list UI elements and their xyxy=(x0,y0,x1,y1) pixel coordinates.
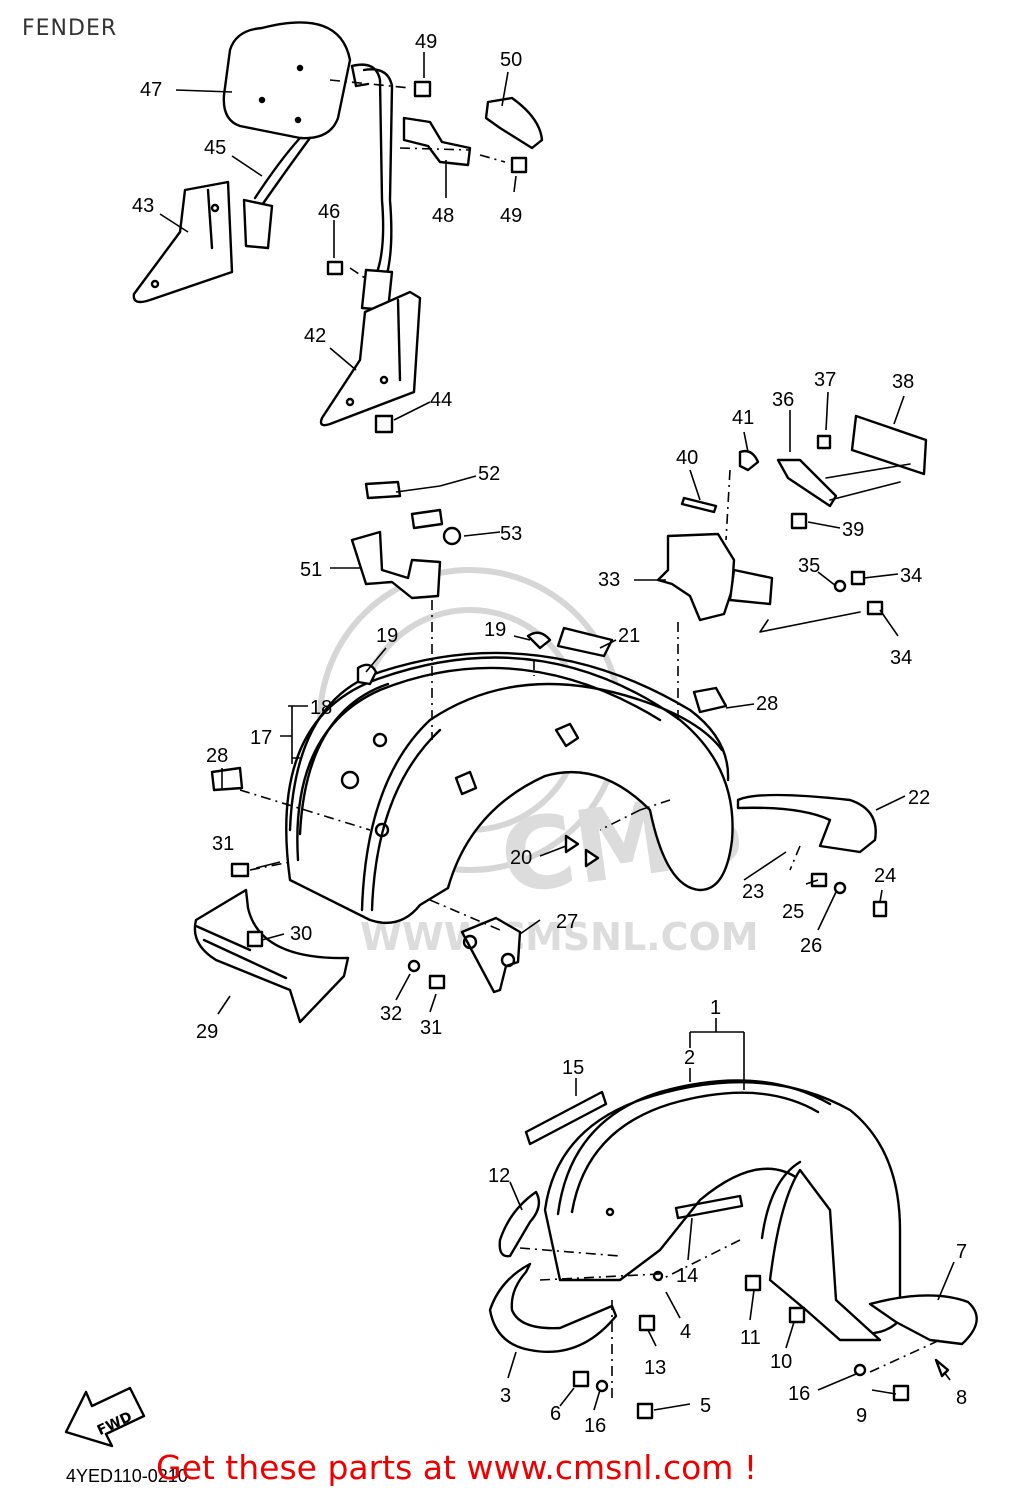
callout-17: 17 xyxy=(250,727,272,749)
callout-16a: 16 xyxy=(584,1415,606,1437)
callout-31b: 31 xyxy=(420,1017,442,1039)
callout-42: 42 xyxy=(304,325,326,347)
backrest-plate xyxy=(402,116,472,167)
callout-19b: 19 xyxy=(484,619,506,641)
backrest-bracket-left xyxy=(132,180,234,304)
callout-22: 22 xyxy=(908,787,930,809)
callout-44: 44 xyxy=(430,389,452,411)
callout-32: 32 xyxy=(380,1003,402,1025)
backrest-clip xyxy=(484,96,544,150)
diagram-code: 4YED110-0210 xyxy=(66,1466,188,1486)
callout-53: 53 xyxy=(500,523,522,545)
callout-30: 30 xyxy=(290,923,312,945)
callout-39: 39 xyxy=(842,519,864,541)
callout-47: 47 xyxy=(140,79,162,101)
callout-3: 3 xyxy=(500,1385,511,1407)
front-fender-leaders xyxy=(519,1239,941,1400)
fender-bracket-lower xyxy=(460,916,522,994)
callout-14: 14 xyxy=(676,1265,698,1287)
callout-10: 10 xyxy=(770,1351,792,1373)
page-title: FENDER xyxy=(22,16,118,41)
callout-29: 29 xyxy=(196,1021,218,1043)
callout-49a: 49 xyxy=(415,31,437,53)
callout-38: 38 xyxy=(892,371,914,393)
front-fender-trim xyxy=(488,1090,618,1354)
grab-bracket-assembly xyxy=(350,480,462,600)
fender-bracket-rear xyxy=(736,793,877,854)
callout-labels: 47 45 43 46 49 50 48 49 42 44 52 53 51 1… xyxy=(132,31,967,1437)
fwd-arrow-icon: FWD xyxy=(64,1386,146,1448)
callout-26: 26 xyxy=(800,935,822,957)
backrest-bolts xyxy=(326,80,528,434)
callout-23: 23 xyxy=(742,881,764,903)
callout-8: 8 xyxy=(956,1387,967,1409)
callout-2: 2 xyxy=(684,1047,695,1069)
callout-5: 5 xyxy=(700,1395,711,1417)
callout-1: 1 xyxy=(710,997,721,1019)
callout-40: 40 xyxy=(676,447,698,469)
callout-7: 7 xyxy=(956,1241,967,1263)
callout-16b: 16 xyxy=(788,1383,810,1405)
license-bracket xyxy=(656,414,928,622)
callout-51: 51 xyxy=(300,559,322,581)
callout-31a: 31 xyxy=(212,833,234,855)
callout-25: 25 xyxy=(782,901,804,923)
callout-18: 18 xyxy=(310,697,332,719)
callout-9: 9 xyxy=(856,1405,867,1427)
fender-small-parts xyxy=(210,626,888,990)
rear-fender xyxy=(285,656,734,925)
promo-link[interactable]: Get these parts at www.cmsnl.com ! xyxy=(156,1448,758,1487)
callout-4: 4 xyxy=(680,1321,691,1343)
callout-34b: 34 xyxy=(890,647,912,669)
callout-6: 6 xyxy=(550,1403,561,1425)
callout-34a: 34 xyxy=(900,565,922,587)
callout-45: 45 xyxy=(204,137,226,159)
callout-24: 24 xyxy=(874,865,896,887)
callout-27: 27 xyxy=(556,911,578,933)
callout-36: 36 xyxy=(772,389,794,411)
front-fender-fasteners xyxy=(572,1270,950,1420)
callout-37: 37 xyxy=(814,369,836,391)
fender-rail xyxy=(288,651,730,836)
callout-52: 52 xyxy=(478,463,500,485)
callout-12: 12 xyxy=(488,1165,510,1187)
callout-35: 35 xyxy=(798,555,820,577)
callout-50: 50 xyxy=(500,49,522,71)
callout-19a: 19 xyxy=(376,625,398,647)
callout-41: 41 xyxy=(732,407,754,429)
fender-leaders xyxy=(239,463,911,931)
callout-13: 13 xyxy=(644,1357,666,1379)
callout-48: 48 xyxy=(432,205,454,227)
front-fender-stay xyxy=(768,1168,978,1346)
backrest-leaders xyxy=(329,79,506,281)
callout-21: 21 xyxy=(618,625,640,647)
backrest-bracket-right xyxy=(319,290,422,427)
callout-leaders xyxy=(159,52,955,1411)
callout-46: 46 xyxy=(318,201,340,223)
callout-43: 43 xyxy=(132,195,154,217)
callout-15: 15 xyxy=(562,1057,584,1079)
callout-28b: 28 xyxy=(756,693,778,715)
callout-20: 20 xyxy=(510,847,532,869)
front-fender xyxy=(543,1079,902,1335)
callout-33: 33 xyxy=(598,569,620,591)
watermark-url: WWW.CMSNL.COM xyxy=(360,915,759,959)
callout-11: 11 xyxy=(740,1327,761,1349)
backrest-bar xyxy=(242,63,394,312)
callout-49b: 49 xyxy=(500,205,522,227)
fender-tip-cover xyxy=(193,888,350,1024)
callout-28a: 28 xyxy=(206,745,228,767)
